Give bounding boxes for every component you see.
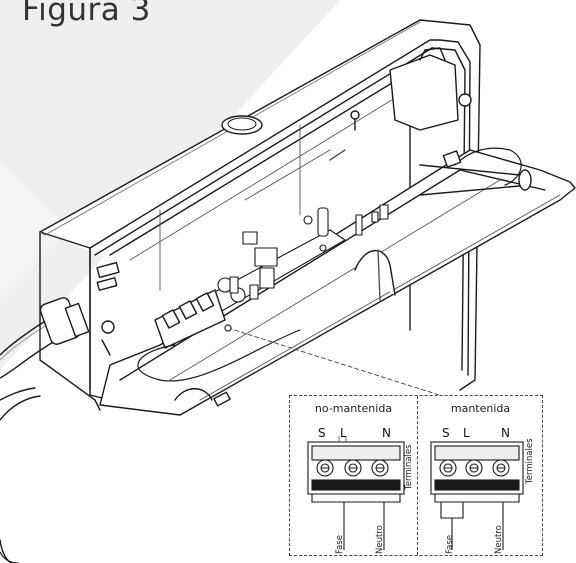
callout-leader-line	[227, 327, 456, 401]
terminal-diagram-non-maintained	[307, 436, 405, 550]
panel-maintained: mantenida S L N Fase Neutro Terminales	[417, 396, 544, 555]
panel-non-maintained: no-mantenida S L N Fase Neutro Terminale…	[290, 396, 417, 555]
side-label-terminals: Terminales	[404, 444, 414, 490]
pin-label-n: N	[382, 426, 391, 440]
pin-label-l: L	[463, 426, 470, 440]
hinged-cover	[99, 149, 576, 416]
cable-gland	[39, 297, 90, 345]
terminal-diagram-maintained	[430, 441, 524, 550]
pin-label-s: S	[318, 426, 326, 440]
terminal-screws	[316, 459, 389, 477]
pin-label-n: N	[501, 426, 510, 440]
callout-divider	[417, 396, 418, 555]
side-label-terminals: Terminales	[525, 438, 535, 484]
panel-label-maintained: mantenida	[450, 402, 511, 415]
panel-label-non-maintained: no-mantenida	[314, 402, 393, 415]
terminal-screws	[439, 459, 510, 477]
wire-label-neutral: Neutro	[375, 525, 385, 554]
wire-label-neutral: Neutro	[494, 525, 504, 554]
pin-label-s: S	[442, 426, 450, 440]
pin-label-l: L	[340, 426, 347, 440]
terminal-block	[154, 289, 226, 349]
control-board	[199, 204, 389, 316]
wire-label-phase: Fase	[445, 535, 455, 554]
wiring-detail-callout: no-mantenida S L N Fase Neutro Terminale…	[289, 395, 543, 556]
figure-title: Figura 3	[22, 0, 151, 28]
power-cable	[0, 314, 61, 563]
wire-label-phase: Fase	[335, 535, 345, 554]
